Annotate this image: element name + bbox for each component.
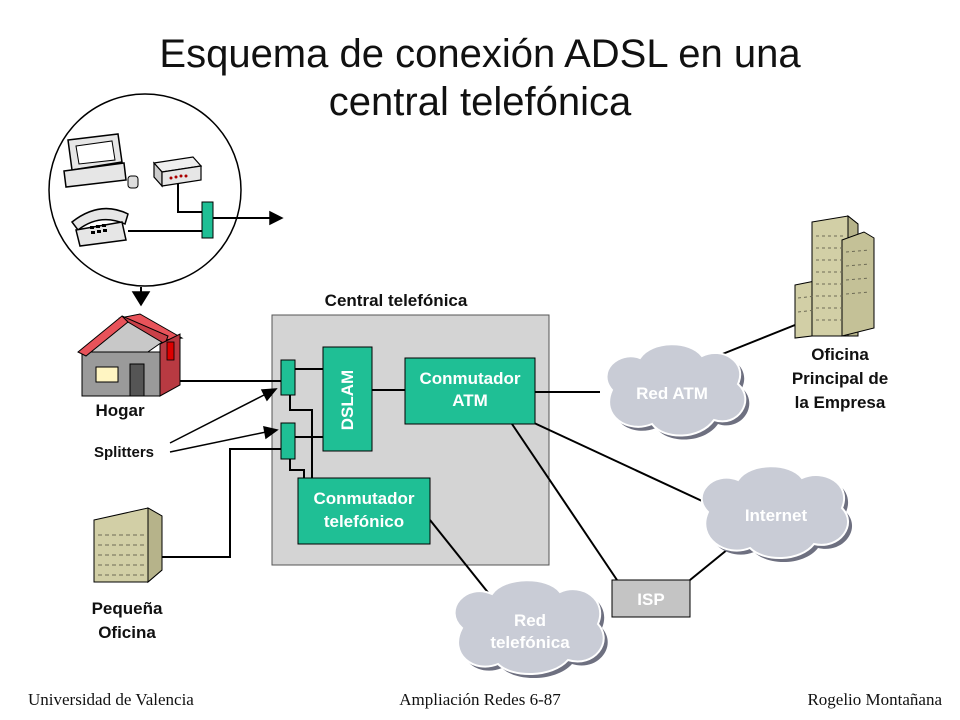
isp-box [611,579,691,618]
footer-left: Universidad de Valencia [28,690,194,709]
oficina-principal-label-3: la Empresa [795,393,886,412]
conmutador-atm-label-1: Conmutador [419,369,520,388]
cloud-red-atm [605,343,750,440]
internet-label: Internet [745,506,808,525]
modem-icon [152,156,203,188]
title-line-1: Esquema de conexión ADSL en una [159,32,801,76]
slide-title: Esquema de conexión ADSL en una central … [0,30,960,126]
small-office-building-icon [93,507,163,584]
red-atm-label: Red ATM [636,384,708,403]
oficina-principal-label-2: Principal de [792,369,888,388]
house-icon [77,313,184,397]
dslam-label: DSLAM [338,370,357,430]
pequena-oficina-label-2: Oficina [98,623,156,642]
conmutador-atm-label-2: ATM [452,391,488,410]
central-label: Central telefónica [325,291,468,310]
footer-right: Rogelio Montañana [807,690,942,709]
splitters-label: Splitters [94,444,154,461]
hogar-label: Hogar [95,401,145,420]
splitter-lower [280,422,296,460]
red-telefonica-label-1: Red [514,611,546,630]
splitter-upper [280,359,296,396]
red-telefonica-label-2: telefónica [490,633,570,652]
title-line-2: central telefónica [328,80,632,124]
computer-icon [63,133,139,189]
connection-lines [128,177,801,596]
pequena-oficina-label-1: Pequeña [92,599,163,618]
conmutador-tel-label-2: telefónico [324,512,404,531]
conmutador-atm-box [404,357,536,425]
conmutador-telefonico-box [297,477,431,545]
splitter-detail [201,201,214,239]
cloud-red-telefonica [453,579,608,679]
main-office-building-icon [794,214,875,339]
arrows [131,210,284,453]
detail-circle [48,93,242,287]
isp-label: ISP [637,590,664,609]
cloud-internet [700,465,853,563]
oficina-principal-label-1: Oficina [811,345,869,364]
dslam-box [322,346,373,452]
conmutador-tel-label-1: Conmutador [313,489,414,508]
footer-center: Ampliación Redes 6-87 [399,690,561,709]
telephone-icon [70,207,129,247]
